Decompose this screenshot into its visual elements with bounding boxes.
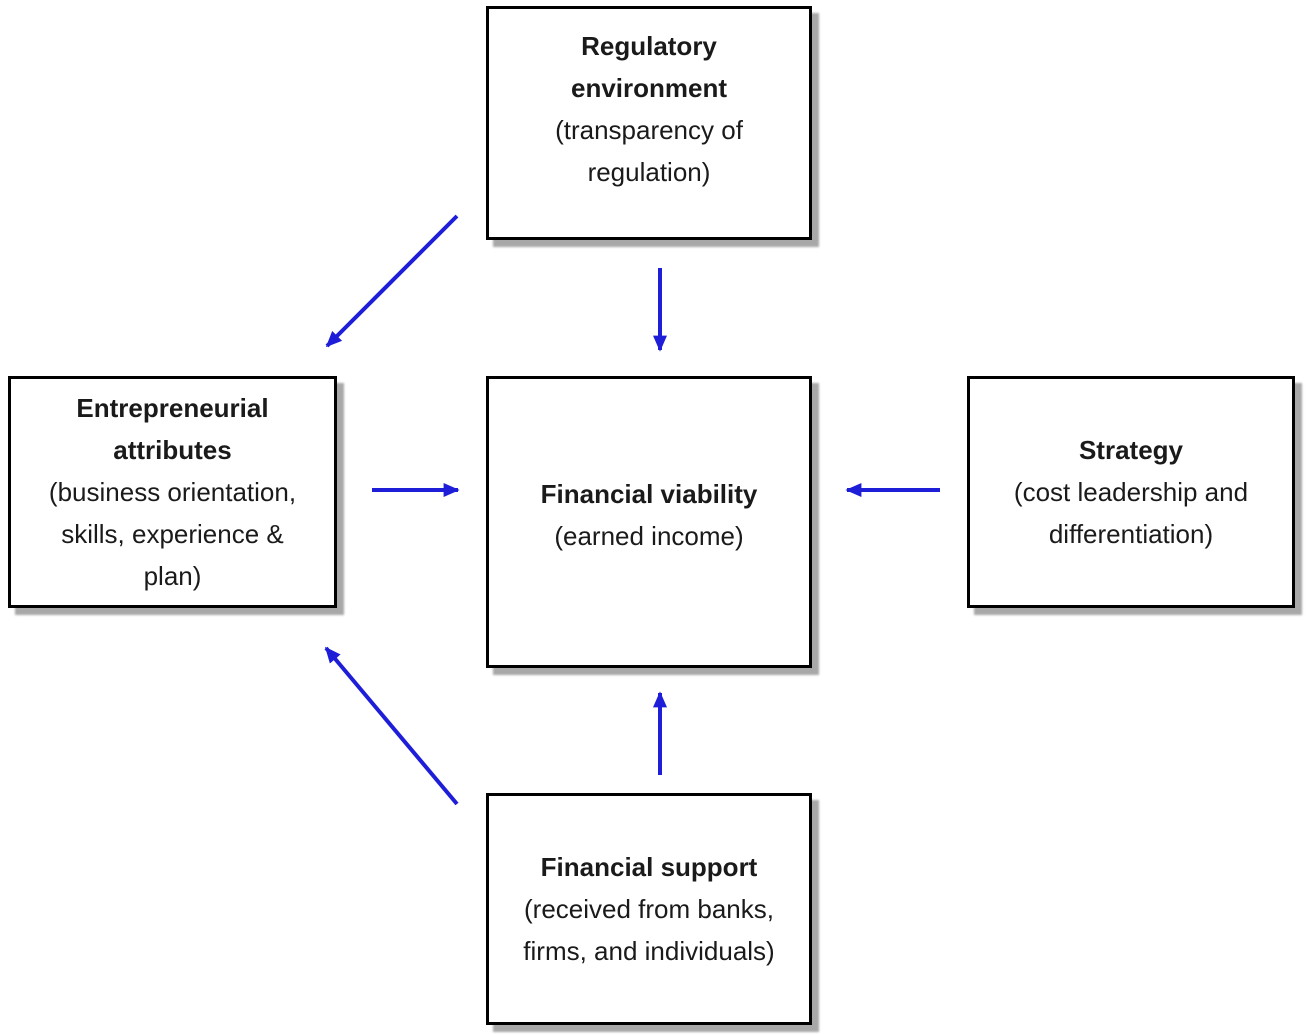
node-subtitle: (received from banks, firms, and individ…	[523, 894, 775, 966]
arrow-regulatory_environment-to-entrepreneurial_attributes	[325, 214, 459, 348]
node-entrepreneurial-attributes: Entrepreneurial attributes (business ori…	[8, 376, 337, 608]
node-title: Entrepreneurial attributes	[76, 393, 269, 465]
node-title: Financial viability	[540, 479, 758, 509]
node-title: Regulatory environment	[570, 31, 728, 103]
arrow-financial_support-to-entrepreneurial_attributes	[324, 646, 459, 806]
node-strategy: Strategy (cost leadership and differenti…	[967, 376, 1295, 608]
node-financial-support: Financial support (received from banks, …	[486, 793, 812, 1025]
node-subtitle: (earned income)	[554, 521, 744, 551]
node-subtitle: (cost leadership and differentiation)	[1013, 477, 1249, 549]
node-financial-viability: Financial viability (earned income)	[486, 376, 812, 668]
node-regulatory-environment: Regulatory environment (transparency of …	[486, 6, 812, 240]
node-title: Financial support	[540, 852, 758, 882]
node-subtitle: (transparency of regulation)	[555, 115, 743, 187]
node-subtitle: (business orientation, skills, experienc…	[48, 477, 297, 591]
node-title: Strategy	[1078, 435, 1184, 465]
